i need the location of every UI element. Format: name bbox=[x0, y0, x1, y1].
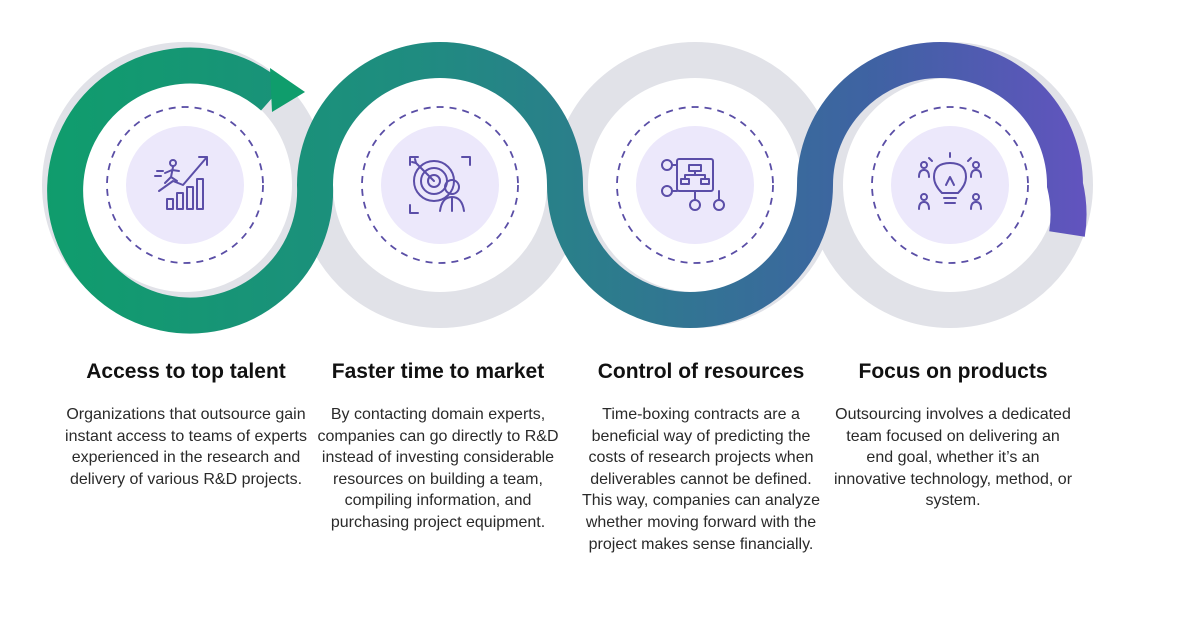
step-title: Access to top talent bbox=[86, 360, 286, 383]
dashed-ring-1 bbox=[106, 106, 264, 264]
step-title: Faster time to market bbox=[331, 360, 545, 383]
org-flowchart-icon bbox=[661, 158, 725, 211]
dashed-rings bbox=[106, 106, 1029, 264]
step-description: Organizations that outsource gain instan… bbox=[65, 406, 307, 488]
growth-chart-runner-icon bbox=[154, 156, 208, 210]
dashed-ring-4 bbox=[871, 106, 1029, 264]
step-description: Time-boxing contracts are a beneficial w… bbox=[581, 406, 821, 553]
step-title: Focus on products bbox=[858, 360, 1048, 383]
lightbulb-team-icon bbox=[918, 152, 982, 210]
step-description: By contacting domain experts, companies … bbox=[317, 406, 559, 531]
target-expert-icon bbox=[409, 156, 471, 214]
step-faster-time-to-market: Faster time to market By contacting doma… bbox=[311, 360, 565, 534]
inner-circles bbox=[126, 126, 1009, 244]
dashed-ring-3 bbox=[616, 106, 774, 264]
wave-band bbox=[47, 42, 1087, 334]
step-description: Outsourcing involves a dedicated team fo… bbox=[833, 406, 1073, 510]
inner-circle-2 bbox=[381, 126, 499, 244]
inner-circle-1 bbox=[126, 126, 244, 244]
inner-circle-4 bbox=[891, 126, 1009, 244]
step-control-of-resources: Control of resources Time-boxing contrac… bbox=[575, 360, 827, 555]
step-access-to-top-talent: Access to top talent Organizations that … bbox=[62, 360, 310, 490]
step-title: Control of resources bbox=[597, 360, 805, 383]
wave-arrowhead bbox=[270, 68, 305, 112]
step-focus-on-products: Focus on products Outsourcing involves a… bbox=[833, 360, 1073, 512]
inner-circle-3 bbox=[636, 126, 754, 244]
dashed-ring-2 bbox=[361, 106, 519, 264]
